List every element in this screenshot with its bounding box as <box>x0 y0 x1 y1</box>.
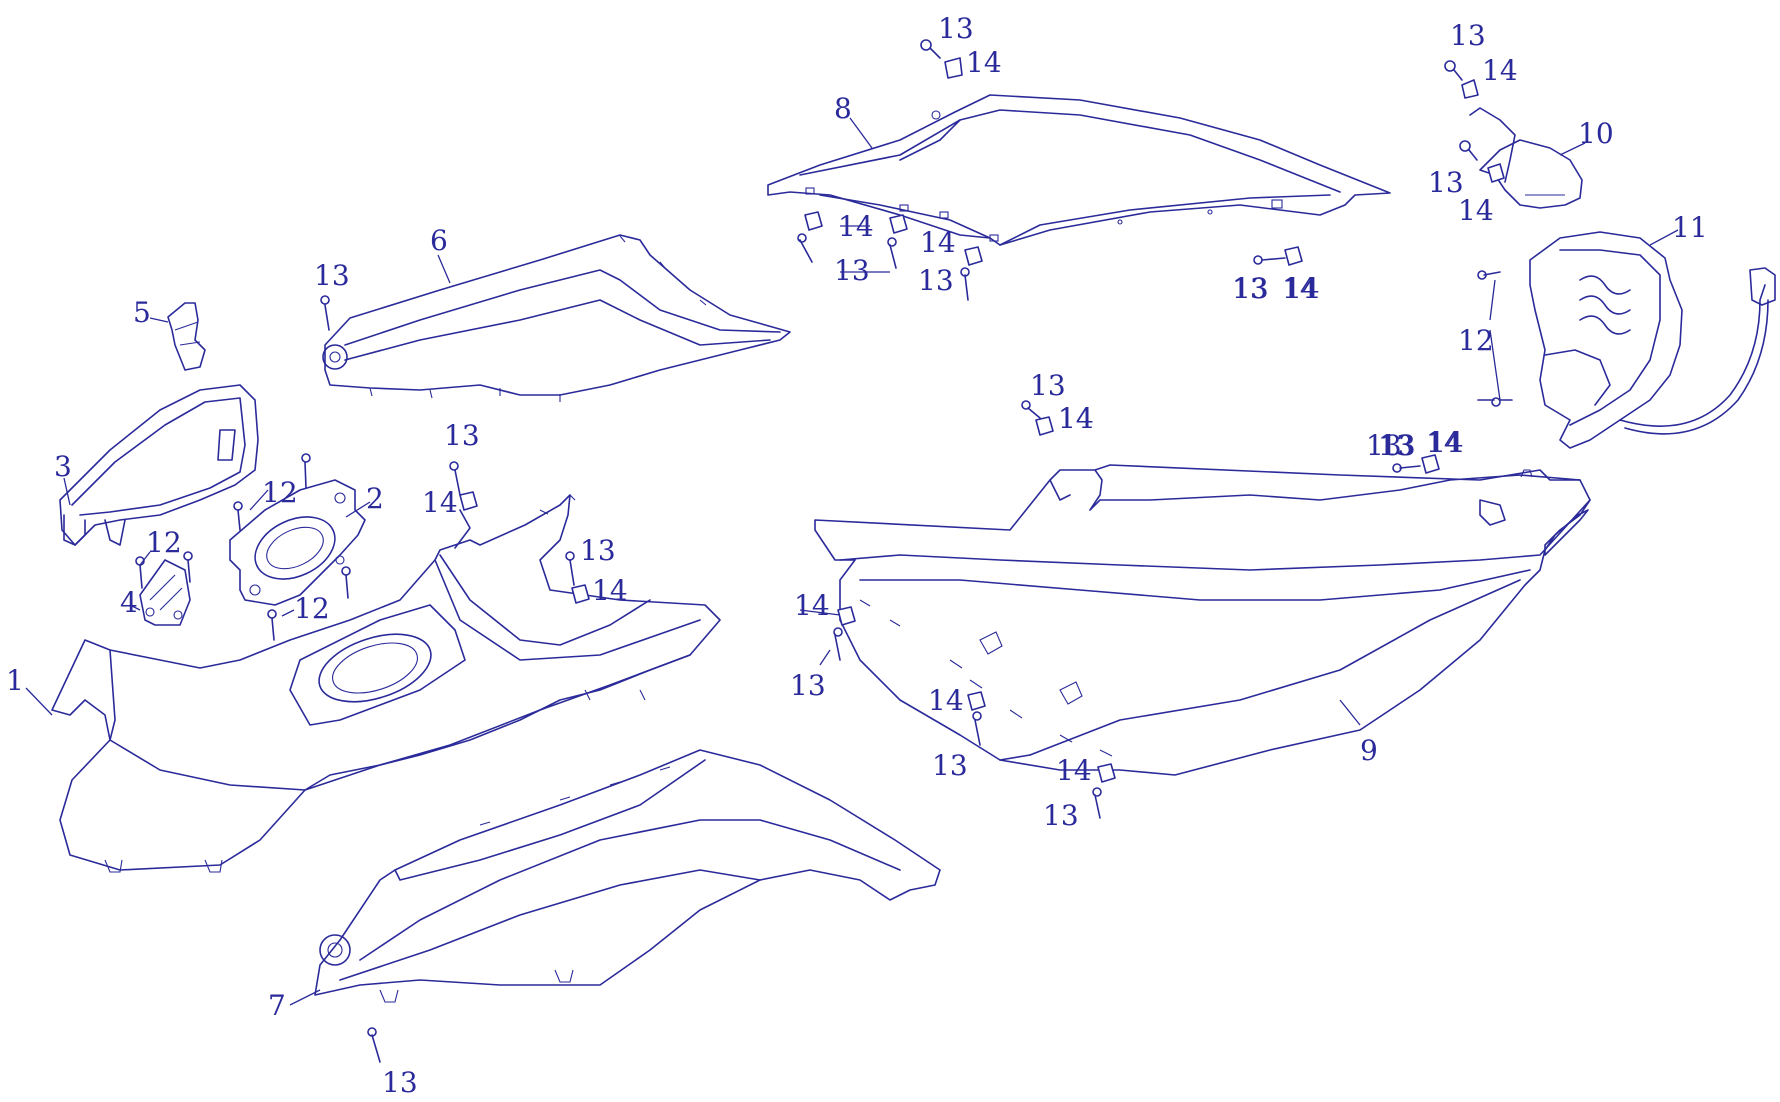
callout-13: 13 <box>918 264 954 297</box>
callout-12: 12 <box>294 592 330 625</box>
callout-13: 13 <box>1380 429 1416 462</box>
callout-10: 10 <box>1578 117 1614 150</box>
callout-13: 13 <box>1232 272 1268 305</box>
callout-14: 14 <box>794 589 830 622</box>
callout-14: 14 <box>1458 194 1494 227</box>
callout-13: 13 <box>938 12 974 45</box>
callout-13: 13 <box>1030 369 1066 402</box>
callout-12: 12 <box>146 526 182 559</box>
callout-4: 4 <box>120 586 138 619</box>
part-11-rear-housing <box>1529 231 1776 449</box>
callout-14: 14 <box>1284 272 1320 305</box>
callout-13: 13 <box>1428 166 1464 199</box>
callout-13: 13 <box>314 259 350 292</box>
callout-13: 13 <box>1366 429 1402 462</box>
part-3-frame-panel <box>59 384 259 546</box>
callout-13: 13 <box>444 419 480 452</box>
callout-13: 13 <box>1233 272 1269 305</box>
callout-13: 13 <box>1450 19 1486 52</box>
callout-14: 14 <box>1426 426 1462 459</box>
callout-13: 13 <box>382 1066 418 1099</box>
part-9-large-side-panel <box>814 464 1591 776</box>
part-2-bracket-plate <box>229 479 366 606</box>
callout-12: 12 <box>1458 324 1494 357</box>
part-1-center-floor-panel <box>51 494 721 873</box>
part-4-small-bracket <box>139 559 191 626</box>
callout-1: 1 <box>6 664 24 697</box>
callout-14: 14 <box>1482 54 1518 87</box>
callout-14: 14 <box>1428 426 1464 459</box>
fasteners <box>135 39 1513 1063</box>
callout-13: 13 <box>580 534 616 567</box>
callout-14: 14 <box>592 574 628 607</box>
callout-14: 14 <box>1058 402 1094 435</box>
callout-14: 14 <box>1056 754 1092 787</box>
callout-2: 2 <box>366 482 384 515</box>
part-5-clip <box>167 302 206 371</box>
callout-13: 13 <box>834 254 870 287</box>
callout-14: 14 <box>928 684 964 717</box>
callout-14: 14 <box>422 486 458 519</box>
part-7-lower-side-panel <box>314 749 941 1003</box>
callout-7: 7 <box>268 989 286 1022</box>
part-6-upper-side-panel <box>322 234 791 402</box>
part-10-rear-cap <box>1469 107 1583 209</box>
callout-6: 6 <box>430 224 448 257</box>
callout-14: 14 <box>966 46 1002 79</box>
callout-11: 11 <box>1672 211 1708 244</box>
callout-9: 9 <box>1360 734 1378 767</box>
callout-12: 12 <box>262 476 298 509</box>
callout-labels: 1 2 3 4 5 6 7 8 9 10 11 12 12 12 12 13 1… <box>6 12 1708 1099</box>
leader-lines <box>25 117 1679 1006</box>
callout-13: 13 <box>790 669 826 702</box>
callout-14: 14 <box>838 210 874 243</box>
callout-14: 14 <box>1282 272 1318 305</box>
callout-14: 14 <box>920 226 956 259</box>
callout-5: 5 <box>133 296 151 329</box>
callout-13: 13 <box>1043 799 1079 832</box>
callout-14: 14 <box>1058 402 1094 435</box>
callout-8: 8 <box>834 92 852 125</box>
callout-13: 13 <box>932 749 968 782</box>
callout-13: 13 <box>1378 429 1414 462</box>
callout-3: 3 <box>54 450 72 483</box>
